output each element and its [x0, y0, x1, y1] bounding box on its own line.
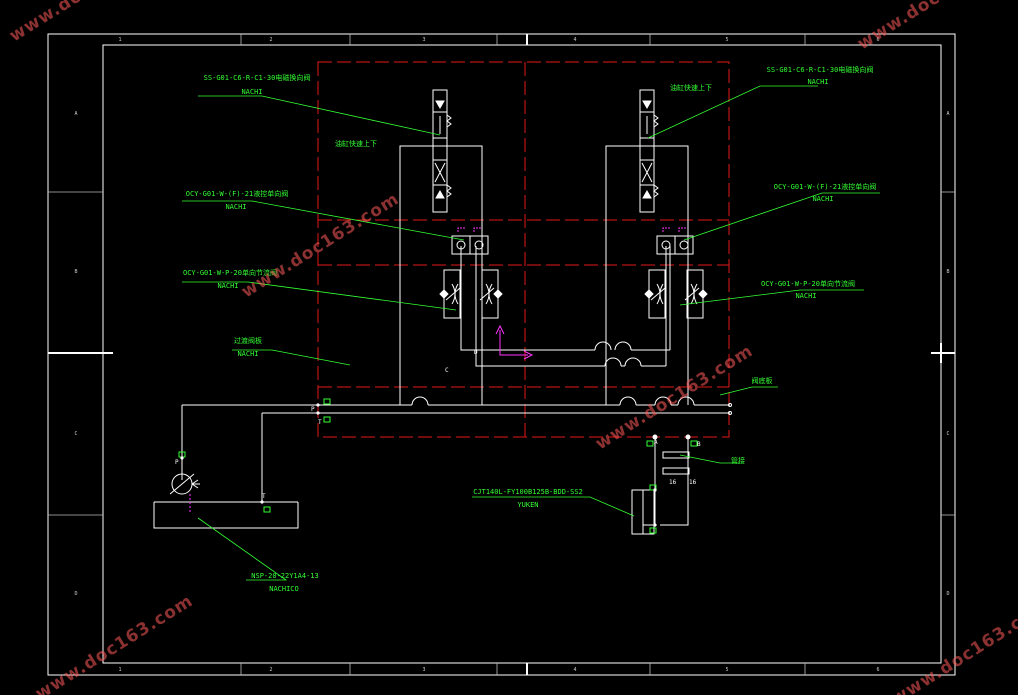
oil-tank — [153, 502, 299, 529]
drawing-frame — [47, 33, 956, 676]
col-tick-6-bottom: 6 — [876, 667, 879, 673]
pipe-size-2: 16 — [689, 479, 697, 486]
left-throttle-valve-brand: NACHI — [217, 282, 238, 290]
right-valve-stack — [639, 89, 708, 319]
watermark-1: www.doc163.com — [6, 0, 171, 46]
col-tick-4-bottom: 4 — [573, 667, 576, 673]
col-tick-2: 2 — [269, 37, 272, 43]
junction-dots — [180, 403, 657, 527]
right-check-valve-brand: NACHI — [812, 195, 833, 203]
cylinder-model-label: CJT140L-FY100B125B-BDD-SS2 — [473, 488, 583, 496]
port-c: C — [445, 367, 449, 374]
port-b: B — [697, 441, 701, 448]
watermarks: www.doc163.com www.doc163.com www.doc163… — [6, 0, 1018, 695]
right-check-valve-label: OCY-G01-W-(F)-21液控单向阀 — [774, 182, 876, 191]
port-t-manifold: T — [318, 419, 322, 426]
left-throttle-valve-label: OCY-G01-W-P-20单向节流阀 — [183, 268, 277, 277]
leader-lines — [182, 85, 880, 581]
pipe-label: 管接 — [731, 456, 745, 465]
pipe-fitting-2 — [662, 467, 690, 475]
row-tick-b-right: B — [946, 269, 949, 275]
row-tick-a-right: A — [946, 111, 949, 117]
port-p-pump: P — [175, 459, 179, 466]
col-tick-3-bottom: 3 — [422, 667, 425, 673]
valve-block-outlines — [317, 61, 730, 438]
row-tick-b: B — [74, 269, 77, 275]
watermark-6: www.doc163.com — [888, 596, 1018, 695]
watermark-2: www.doc163.com — [854, 0, 1018, 54]
direction-arrow-icon — [495, 324, 534, 360]
row-tick-c: C — [74, 431, 77, 437]
pipe-size-1: 16 — [669, 479, 677, 486]
port-t-tank: T — [262, 493, 266, 500]
right-directional-valve-brand: NACHI — [807, 78, 828, 86]
manifold-left-brand: NACHI — [237, 350, 258, 358]
inner-frame — [102, 44, 942, 664]
cylinder-brand-label: YUKEN — [517, 501, 538, 509]
pipe-fitting-1 — [662, 451, 690, 459]
left-valve-stack — [432, 89, 503, 319]
cylinder-unit — [631, 403, 732, 535]
watermark-3: www.doc163.com — [238, 189, 403, 302]
left-check-valve-brand: NACHI — [225, 203, 246, 211]
col-tick-4: 4 — [573, 37, 576, 43]
right-directional-valve-symbol — [639, 89, 655, 213]
right-throttle-valve-label: OCY-G01-W-P-20单向节流阀 — [761, 279, 855, 288]
col-tick-2-bottom: 2 — [269, 667, 272, 673]
right-cylinder-note: 油缸快速上下 — [670, 83, 712, 92]
row-tick-d-right: D — [946, 591, 949, 597]
col-tick-3: 3 — [422, 37, 425, 43]
frame-row-ticks: A B C D A B C D — [74, 111, 949, 597]
left-cylinder-note: 油缸快速上下 — [335, 139, 377, 148]
frame-col-ticks: 1 2 3 4 5 6 1 2 3 4 5 6 — [118, 37, 879, 673]
port-a: A — [654, 439, 658, 446]
row-tick-c-right: C — [946, 431, 949, 437]
component-labels: SS-G01-C6-R-C1-30电磁换向阀 NACHI SS-G01-C6-R… — [183, 65, 876, 593]
col-tick-1: 1 — [118, 37, 121, 43]
row-tick-d: D — [74, 591, 77, 597]
left-directional-valve-brand: NACHI — [241, 88, 262, 96]
right-throttle-valve-brand: NACHI — [795, 292, 816, 300]
manifold-right-label: 阀底板 — [752, 376, 773, 385]
col-tick-6: 6 — [876, 37, 879, 43]
left-check-valve-label: OCY-G01-W-(F)-21液控单向阀 — [186, 189, 288, 198]
left-directional-valve-label: SS-G01-C6-R-C1-30电磁换向阀 — [204, 73, 311, 82]
port-d: D — [474, 349, 478, 356]
row-tick-a: A — [74, 111, 77, 117]
watermark-5: www.doc163.com — [32, 591, 197, 695]
col-tick-1-bottom: 1 — [118, 667, 121, 673]
left-directional-valve-symbol — [432, 89, 448, 213]
port-p-manifold: P — [311, 406, 315, 413]
col-tick-5: 5 — [725, 37, 728, 43]
manifold-left-label: 过渡阀板 — [234, 336, 262, 345]
port-letters: P T P T C D A B 16 16 — [175, 349, 701, 500]
pump-unit — [153, 473, 299, 529]
right-directional-valve-label: SS-G01-C6-R-C1-30电磁换向阀 — [767, 65, 874, 74]
pump-brand-label: NACHICO — [269, 585, 299, 593]
col-tick-5-bottom: 5 — [725, 667, 728, 673]
outer-frame — [47, 33, 956, 676]
pump-model-label: NSP-20-22Y1A4-13 — [251, 572, 318, 580]
